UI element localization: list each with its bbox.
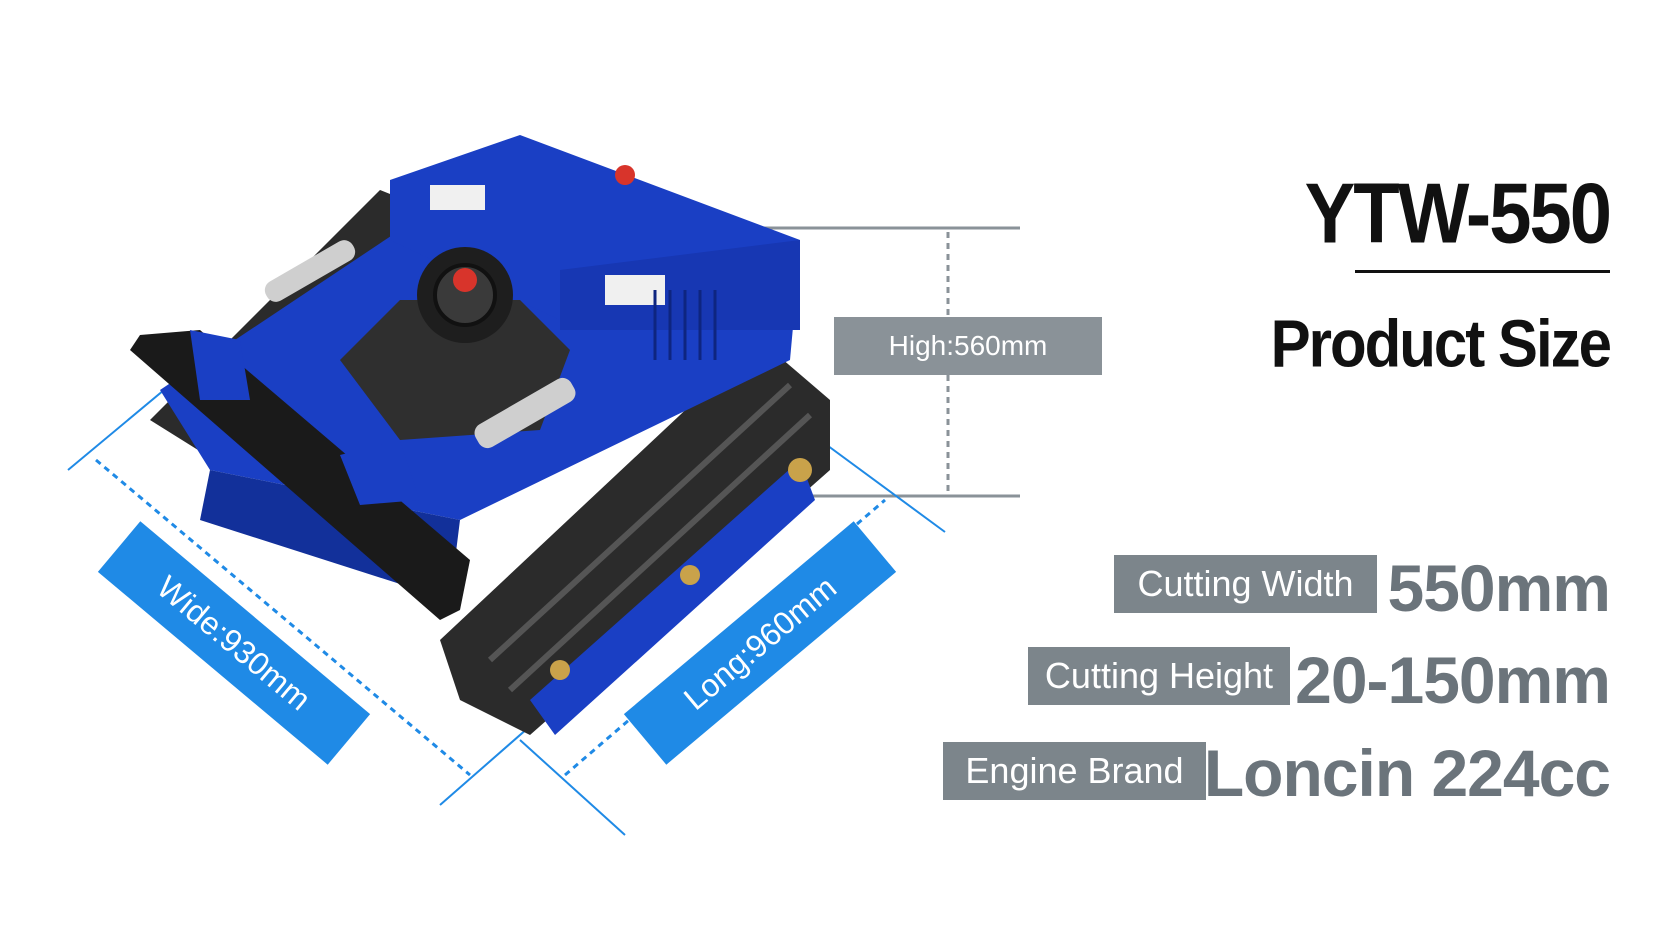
spec-value-cutting-width: 550mm (1387, 551, 1611, 625)
title-divider (1355, 270, 1610, 273)
spec-value-engine-brand: Loncin 224cc (1203, 736, 1611, 810)
product-size-heading: Product Size (1270, 306, 1612, 382)
spec-label-cutting-height: Cutting Height (1028, 647, 1290, 705)
model-title: YTW-550 (1304, 166, 1612, 262)
spec-label-engine-brand: Engine Brand (943, 742, 1206, 800)
spec-value-cutting-height: 20-150mm (1295, 643, 1611, 717)
height-dimension-label: High:560mm (834, 317, 1102, 375)
spec-label-cutting-width: Cutting Width (1114, 555, 1377, 613)
